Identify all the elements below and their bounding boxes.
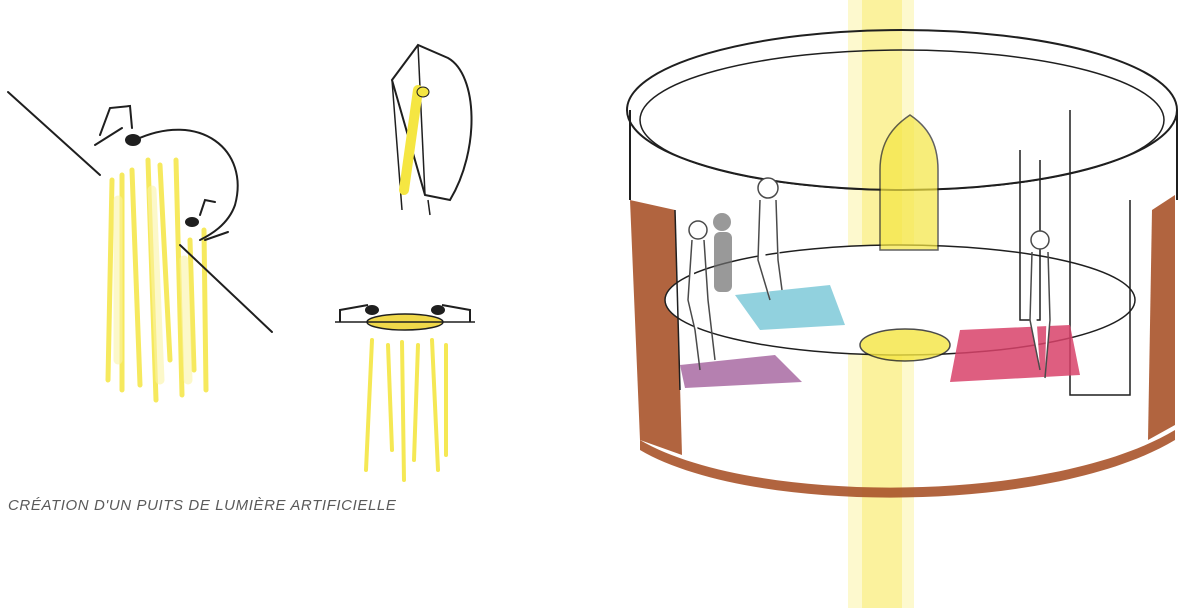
figure-shadow: [713, 213, 732, 292]
yoga-room-section: [600, 0, 1202, 608]
figure-caption: CRÉATION D'UN PUITS DE LUMIÈRE ARTIFICIE…: [8, 497, 396, 514]
light-well-sketches: [0, 0, 560, 500]
ceiling-light-sketch: [392, 45, 472, 215]
sketch-drawing: [0, 0, 560, 500]
round-light-sketch: [335, 305, 475, 480]
mat-red: [950, 325, 1080, 382]
room-section-drawing: [600, 0, 1202, 608]
projector-light-sketch: [8, 92, 272, 400]
